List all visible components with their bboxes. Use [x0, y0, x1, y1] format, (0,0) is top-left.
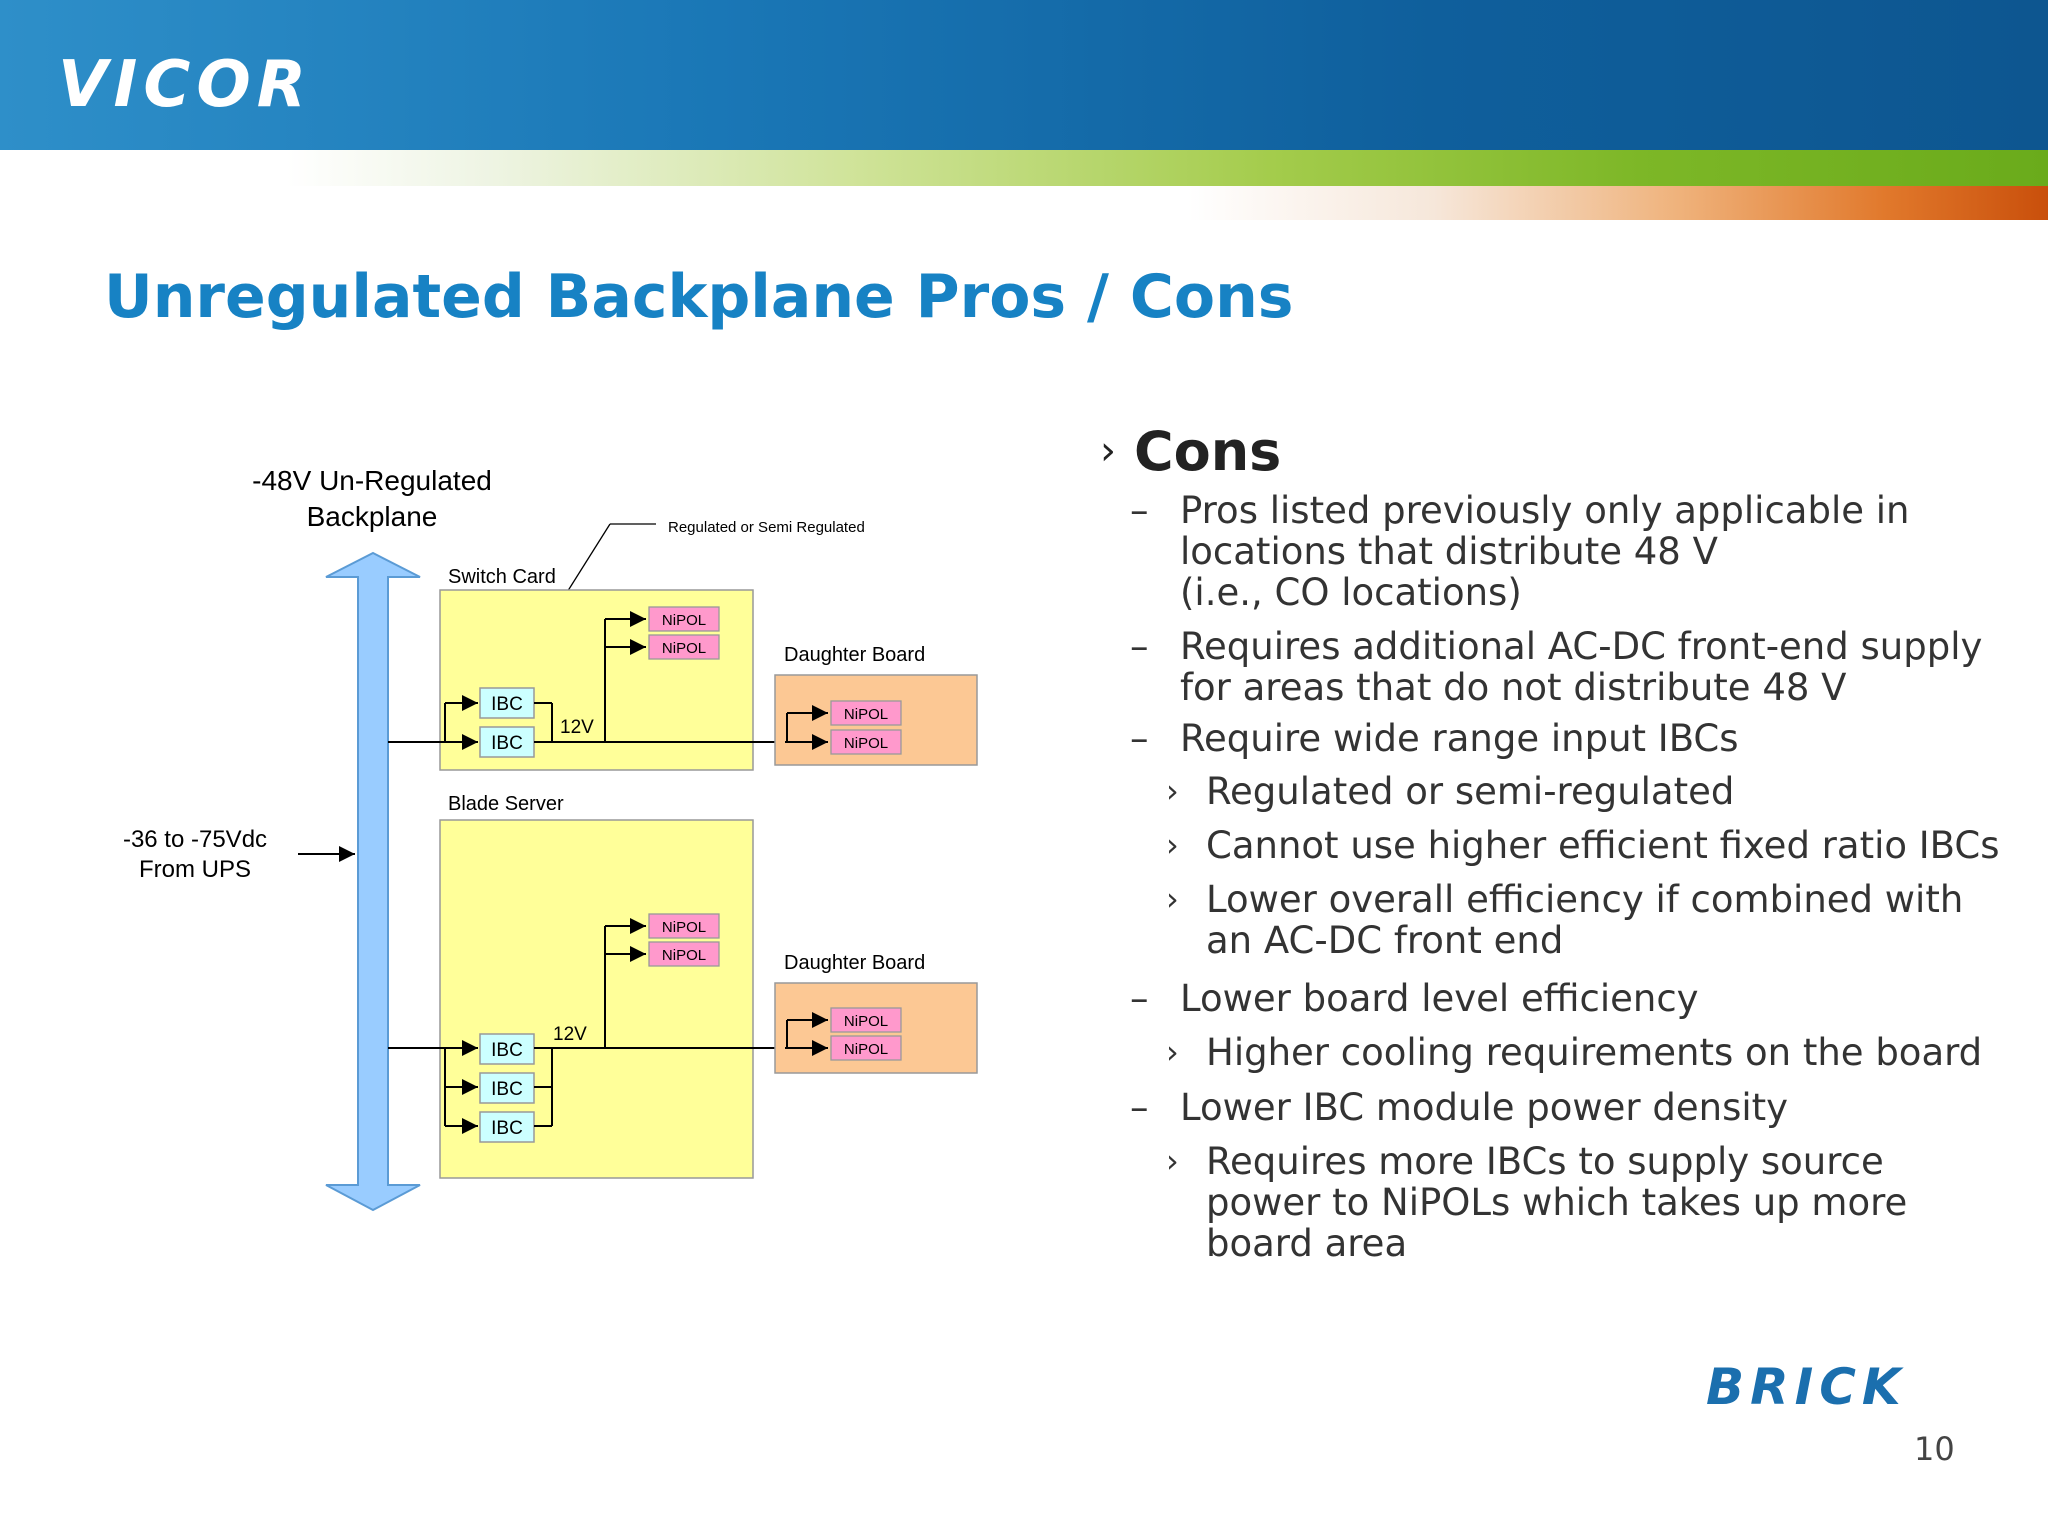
list-item: – Requires additional AC-DC front-end su… — [1130, 625, 1983, 709]
chevron-bullet-icon: › — [1166, 880, 1179, 918]
backplane-arrow — [325, 551, 421, 1212]
brick-logo: BRICK — [1706, 1358, 1907, 1416]
ibc-label: IBC — [491, 733, 523, 754]
ibc-module — [479, 726, 535, 758]
cons-heading: ›Cons — [1100, 420, 1282, 483]
chevron-bullet-icon: › — [1166, 1033, 1179, 1071]
list-item: – Lower IBC module power density — [1130, 1086, 1789, 1129]
regulated-note: Regulated or Semi Regulated — [668, 519, 865, 536]
input-label-2: From UPS — [139, 856, 251, 883]
ibc-module — [479, 1111, 535, 1143]
nipol-module — [648, 634, 720, 660]
nipol-label: NiPOL — [662, 947, 706, 964]
daughter-board-label: Daughter Board — [784, 952, 925, 974]
nipol-label: NiPOL — [844, 735, 888, 752]
daughter-board-label: Daughter Board — [784, 644, 925, 666]
input-label: -36 to -75Vdc — [123, 826, 267, 853]
list-item: – Pros listed previously only applicable… — [1130, 489, 1910, 614]
header-accent-orange — [0, 186, 2048, 220]
nipol-label: NiPOL — [662, 640, 706, 657]
ibc-label: IBC — [491, 1118, 523, 1139]
nipol-label: NiPOL — [662, 919, 706, 936]
blade-server-label: Blade Server — [448, 793, 564, 815]
nipol-module — [830, 729, 902, 755]
ibc-label: IBC — [491, 694, 523, 715]
chevron-bullet-icon: › — [1166, 1142, 1179, 1180]
header-accent-green — [0, 150, 2048, 186]
dash-bullet-icon: – — [1130, 625, 1149, 668]
list-item: › Higher cooling requirements on the boa… — [1166, 1031, 1983, 1074]
chevron-bullet-icon: › — [1166, 826, 1179, 864]
voltage-label-12v: 12V — [560, 717, 594, 738]
chevron-bullet-icon: › — [1166, 772, 1179, 810]
nipol-module — [830, 1007, 902, 1033]
ibc-label: IBC — [491, 1040, 523, 1061]
dash-bullet-icon: – — [1130, 1086, 1149, 1129]
nipol-label: NiPOL — [662, 612, 706, 629]
ibc-module — [479, 1033, 535, 1065]
nipol-label: NiPOL — [844, 1013, 888, 1030]
nipol-module — [830, 1035, 902, 1061]
vicor-logo: VICOR — [58, 48, 312, 122]
page-number: 10 — [1914, 1430, 1955, 1468]
chevron-right-icon: › — [1100, 428, 1116, 474]
dash-bullet-icon: – — [1130, 717, 1149, 760]
nipol-module — [648, 606, 720, 632]
switch-card-label: Switch Card — [448, 566, 556, 588]
header-band — [0, 0, 2048, 150]
list-item: – Lower board level efficiency — [1130, 977, 1699, 1020]
voltage-label-12v: 12V — [553, 1024, 587, 1045]
nipol-label: NiPOL — [844, 1041, 888, 1058]
ibc-label: IBC — [491, 1079, 523, 1100]
nipol-module — [648, 913, 720, 939]
backplane-label-2: Backplane — [307, 501, 438, 532]
dash-bullet-icon: – — [1130, 489, 1149, 532]
nipol-module — [648, 941, 720, 967]
list-item: › Cannot use higher efficient fixed rati… — [1166, 824, 2000, 867]
list-item: › Lower overall efficiency if combined w… — [1166, 878, 1964, 962]
list-item: › Regulated or semi-regulated — [1166, 770, 1735, 813]
ibc-module — [479, 1072, 535, 1104]
backplane-label: -48V Un-Regulated — [252, 465, 492, 496]
nipol-module — [830, 700, 902, 726]
list-item: – Require wide range input IBCs — [1130, 717, 1739, 760]
slide-title: Unregulated Backplane Pros / Cons — [104, 262, 1294, 332]
nipol-label: NiPOL — [844, 706, 888, 723]
dash-bullet-icon: – — [1130, 977, 1149, 1020]
backplane-diagram: -48V Un-Regulated Backplane -36 to -75Vd… — [123, 465, 978, 1212]
